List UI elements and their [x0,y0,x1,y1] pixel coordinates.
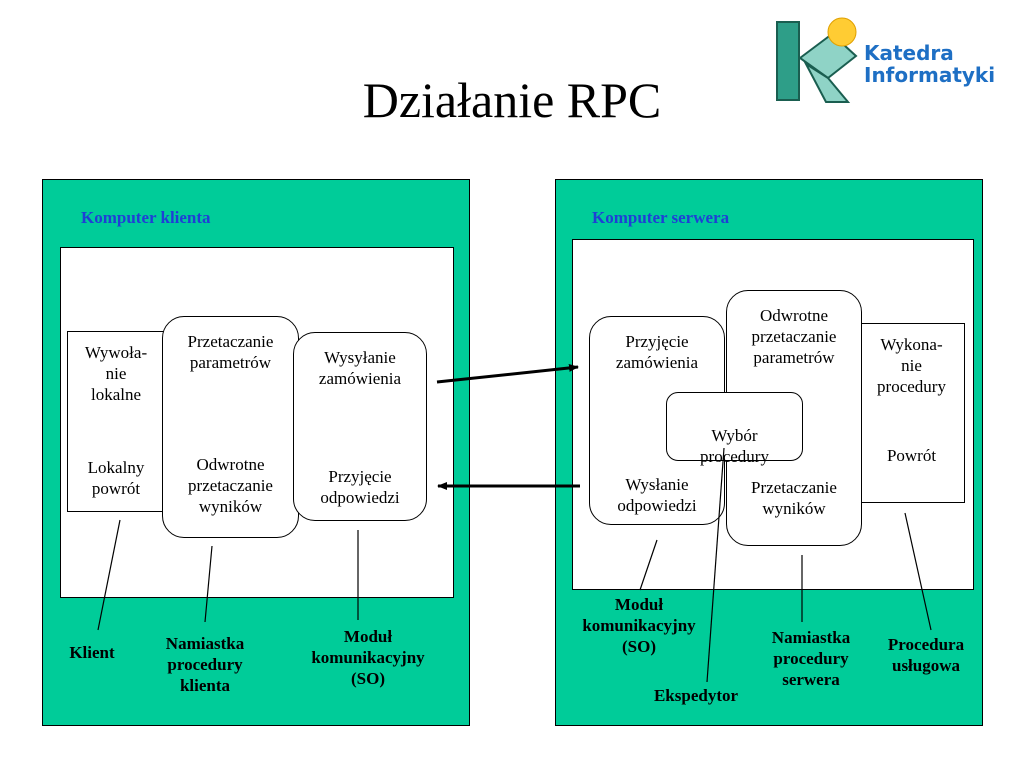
client-stub-box: Przetaczanie parametrów Odwrotne przetac… [162,316,299,538]
local-call-text: Wywoła- nie lokalne [84,343,148,404]
request-arrow [436,363,579,384]
client-marshal-text: Przetaczanie parametrów [187,332,274,372]
send-request-text: Wysyłanie zamówienia [318,348,402,388]
service-procedure-label: Procedura usługowa [887,635,965,675]
client-panel-title: Komputer klienta [81,208,211,227]
client-comm-box: Wysyłanie zamówienia Przyjęcie odpowiedz… [293,332,427,521]
server-comm-label: Moduł komunikacyjny (SO) [582,595,696,656]
dispatcher-label: Ekspedytor [653,686,739,705]
server-marshal-text: Przetaczanie wyników [751,478,837,518]
service-pointer-line [904,512,932,631]
receive-request-text: Przyjęcie zamówienia [615,332,699,372]
server-unmarshal-text: Odwrotne przetaczanie parametrów [751,306,837,367]
logo-line-2: Informatyki [864,63,996,87]
client-label: Klient [69,643,115,662]
server-panel-title: Komputer serwera [592,208,730,227]
client-stub-pointer-line [204,545,213,623]
return-text: Powrót [886,446,937,465]
slide-title: Działanie RPC [362,72,662,128]
receive-reply-text: Przyjęcie odpowiedzi [320,467,400,507]
client-unmarshal-text: Odwrotne przetaczanie wyników [188,455,273,516]
send-reply-text: Wysłanie odpowiedzi [617,475,697,515]
server-stub-label: Namiastka procedury serwera [771,628,851,689]
client-stub-label: Namiastka procedury klienta [165,634,245,695]
service-procedure-box: Wykona- nie procedury Powrót [858,323,965,503]
server-comm-pointer-line [639,539,658,591]
client-pointer-line [97,519,121,631]
logo-line-1: Katedra [864,41,954,65]
katedra-logo-graphic [776,17,858,103]
dispatcher-pointer-line [706,447,725,683]
execute-procedure-text: Wykona- nie procedury [877,335,946,396]
dispatcher-box: Wybór procedury [666,392,803,466]
katedra-logo: Katedra Informatyki [770,12,1010,104]
client-comm-label: Moduł komunikacyjny (SO) [311,627,425,688]
local-return-text: Lokalny powrót [87,458,145,498]
dispatcher-text: Wybór procedury [700,426,769,466]
